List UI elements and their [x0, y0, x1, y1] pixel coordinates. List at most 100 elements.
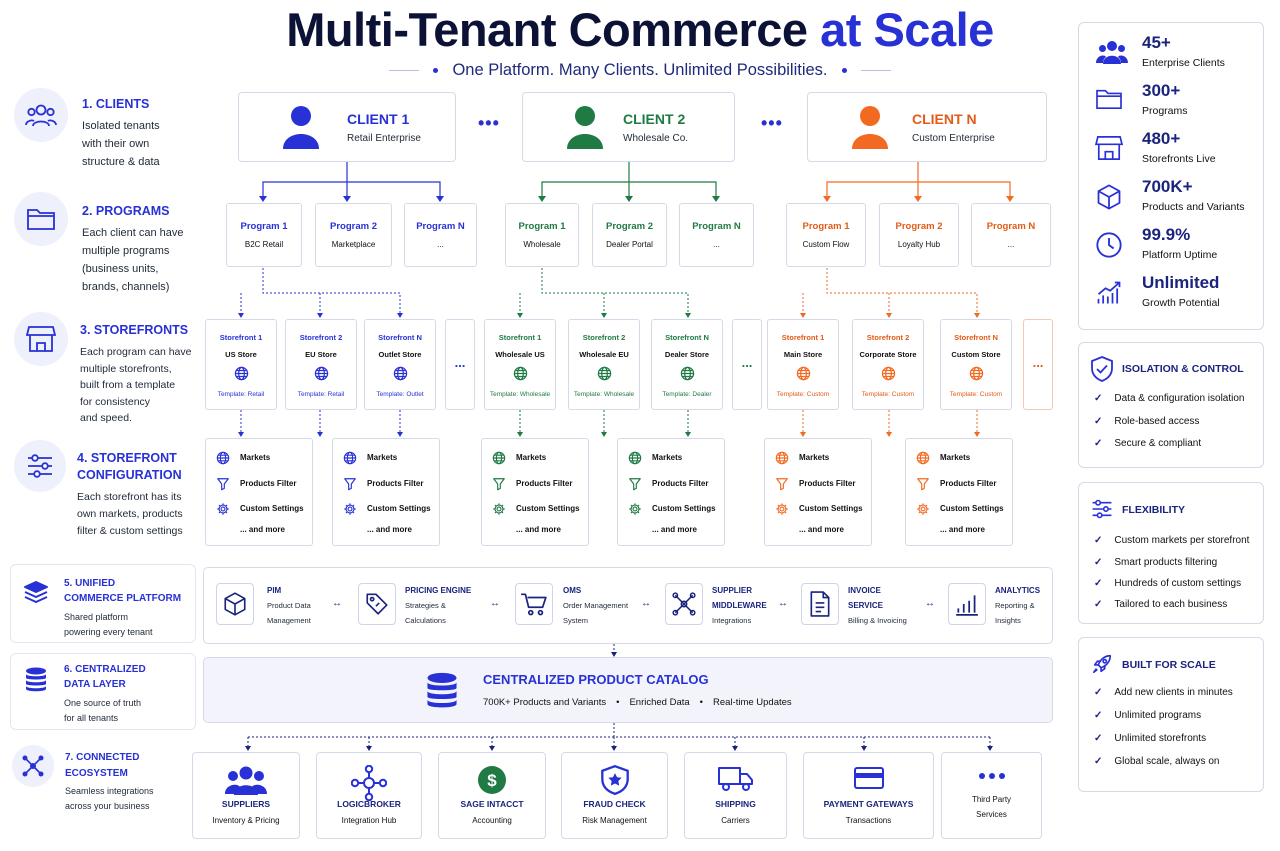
bullet: •: [616, 697, 620, 708]
gear-icon: [343, 502, 357, 521]
tag-icon: [358, 583, 396, 625]
feature-text: Unlimited storefronts: [1114, 733, 1207, 744]
client-subtitle: Custom Enterprise: [912, 133, 995, 144]
client-card-2[interactable]: CLIENT 2 Wholesale Co.: [522, 92, 735, 162]
program-subtitle: Loyalty Hub: [897, 240, 941, 249]
check-icon: ✓: [1094, 733, 1103, 744]
desc-line: (business units,: [82, 263, 159, 275]
stat-label: Platform Uptime: [1142, 249, 1218, 261]
people-icon: [193, 765, 299, 795]
integration-title: FRAUD CHECK: [583, 799, 646, 809]
storefront-store: Dealer Store: [664, 350, 710, 359]
more-icon: [942, 771, 1041, 781]
config-markets: Markets: [652, 453, 683, 462]
funnel-icon: [775, 477, 789, 496]
storefront-name: Storefront N: [378, 333, 422, 342]
folder-icon: [27, 209, 55, 230]
storefront-store: US Store: [225, 350, 257, 359]
storefront-config-card: Markets Products Filter Custom Settings …: [764, 438, 872, 546]
program-name: Program N: [692, 221, 741, 232]
subtitle-rule-right: [860, 70, 891, 72]
globe-icon: [941, 366, 1011, 386]
rocket-icon: [1092, 654, 1112, 674]
storefront-card[interactable]: Storefront N Dealer Store Template: Deal…: [651, 319, 723, 410]
page-title: Multi-Tenant Commerce at Scale: [0, 2, 1280, 57]
desc-line: System: [563, 616, 589, 625]
panel-title: ISOLATION & CONTROL: [1122, 363, 1244, 375]
check-icon: ✓: [1094, 557, 1103, 568]
program-name: Program 1: [802, 221, 850, 232]
feature-item: ✓Global scale, always on: [1094, 756, 1219, 767]
storefront-name: Storefront 2: [299, 333, 343, 342]
folder-icon: [1095, 87, 1123, 116]
storefront-card[interactable]: Storefront 2 Corporate Store Template: C…: [852, 319, 924, 410]
desc-line: Seamless integrations: [65, 786, 154, 796]
integration-card[interactable]: Third Party Services: [941, 752, 1042, 839]
storefront-card[interactable]: Storefront 1 US Store Template: Retail: [205, 319, 277, 410]
program-subtitle: Wholesale: [523, 240, 561, 249]
link-arrow-icon: ↔: [778, 598, 788, 609]
globe-icon: [775, 451, 789, 470]
title-line: 4. STOREFRONT: [77, 451, 177, 465]
module-desc: Strategies &Calculations: [405, 598, 446, 628]
integration-card[interactable]: PAYMENT GATEWAYS Transactions: [803, 752, 934, 839]
more-storefronts: ...: [732, 319, 762, 410]
database-icon: [26, 667, 46, 692]
feature-text: Data & configuration isolation: [1114, 393, 1245, 404]
storefront-card[interactable]: Storefront N Custom Store Template: Cust…: [940, 319, 1012, 410]
integration-card[interactable]: LOGICBROKER Integration Hub: [316, 752, 422, 839]
store-icon: [26, 326, 56, 352]
program-card[interactable]: Program N...: [679, 203, 754, 267]
check-icon: ✓: [1094, 687, 1103, 698]
config-more: ... and more: [240, 525, 285, 534]
storefront-store: Custom Store: [951, 350, 1001, 359]
integration-card[interactable]: FRAUD CHECK Risk Management: [561, 752, 668, 839]
flexibility-panel: FLEXIBILITY ✓Custom markets per storefro…: [1078, 482, 1264, 624]
storefront-card[interactable]: Storefront 1 Main Store Template: Custom: [767, 319, 839, 410]
storefront-card[interactable]: Storefront N Outlet Store Template: Outl…: [364, 319, 436, 410]
check-icon: ✓: [1094, 599, 1103, 610]
storefront-card[interactable]: Storefront 2 EU Store Template: Retail: [285, 319, 357, 410]
storefront-template: Template: Wholesale: [489, 391, 551, 398]
desc-line: own markets, products: [77, 508, 183, 520]
program-card[interactable]: Program N...: [971, 203, 1051, 267]
program-subtitle: ...: [1007, 240, 1015, 249]
integration-desc: Integration Hub: [341, 816, 397, 825]
stat-label: Programs: [1142, 105, 1188, 117]
client-card-1[interactable]: CLIENT 1 Retail Enterprise: [238, 92, 456, 162]
feature-item: ✓Role-based access: [1094, 416, 1199, 427]
integration-card[interactable]: SUPPLIERS Inventory & Pricing: [192, 752, 300, 839]
integration-card[interactable]: $ SAGE INTACCT Accounting: [438, 752, 546, 839]
client-name: CLIENT 2: [623, 111, 686, 127]
storefront-card[interactable]: Storefront 1 Wholesale US Template: Whol…: [484, 319, 556, 410]
config-filter: Products Filter: [940, 479, 997, 488]
storefront-config-card: Markets Products Filter Custom Settings …: [332, 438, 440, 546]
integration-card[interactable]: SHIPPING Carriers: [684, 752, 787, 839]
storefront-card[interactable]: Storefront 2 Wholesale EU Template: Whol…: [568, 319, 640, 410]
config-settings: Custom Settings: [940, 504, 1004, 513]
check-icon: ✓: [1094, 578, 1103, 589]
section-programs-title: 2. PROGRAMS: [82, 204, 170, 218]
isolation-panel: ISOLATION & CONTROL ✓Data & configuratio…: [1078, 342, 1264, 468]
config-settings: Custom Settings: [240, 504, 304, 513]
client-card-n[interactable]: CLIENT N Custom Enterprise: [807, 92, 1047, 162]
desc-line: Shared platform: [64, 612, 129, 622]
program-card[interactable]: Program N...: [404, 203, 477, 267]
client-subtitle: Retail Enterprise: [347, 133, 421, 144]
module-desc: Integrations: [712, 613, 751, 628]
storefront-name: Storefront N: [954, 333, 998, 342]
client-name: CLIENT N: [912, 111, 977, 127]
